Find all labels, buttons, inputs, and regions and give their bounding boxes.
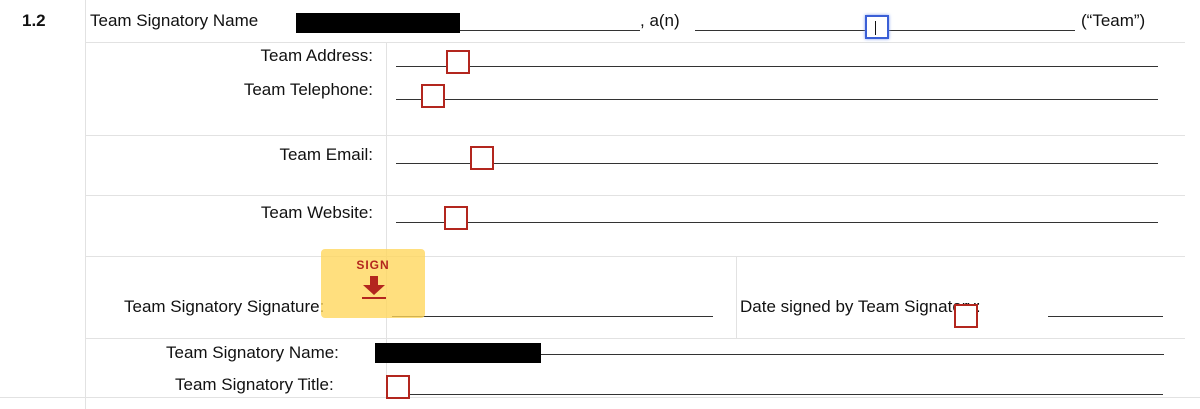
- team-address-field[interactable]: [446, 50, 470, 74]
- entity-type-field[interactable]: [865, 15, 889, 39]
- table-row-divider: [0, 397, 1200, 398]
- signatory-name-label: Team Signatory Name: [90, 11, 259, 30]
- text-cursor: [875, 21, 876, 35]
- signatory-signature-label: Team Signatory Signature:: [124, 297, 325, 316]
- date-signed-underline: [1048, 316, 1163, 317]
- team-email-underline: [396, 163, 1158, 164]
- sign-tag-label: SIGN: [356, 258, 390, 272]
- signatory-title-field[interactable]: [386, 375, 410, 399]
- table-row-divider: [85, 135, 1185, 136]
- team-website-label: Team Website:: [260, 203, 373, 222]
- section-number: 1.2: [22, 11, 46, 30]
- table-row-divider: [85, 338, 1185, 339]
- table-row-divider: [85, 42, 1185, 43]
- date-signed-label: Date signed by Team Signatory:: [740, 297, 981, 316]
- table-column-divider: [386, 42, 387, 397]
- team-designation-label: (“Team”): [1081, 11, 1146, 30]
- team-telephone-field[interactable]: [421, 84, 445, 108]
- team-website-field[interactable]: [444, 206, 468, 230]
- signatory-signature-underline: [392, 316, 713, 317]
- redaction-bar: [375, 343, 541, 363]
- signatory-name-row-underline: [541, 354, 1164, 355]
- team-address-label: Team Address:: [260, 46, 373, 65]
- down-arrow-icon: [362, 276, 386, 299]
- date-signed-field[interactable]: [954, 304, 978, 328]
- entity-type-label: , a(n): [640, 11, 680, 30]
- team-address-underline: [396, 66, 1158, 67]
- signatory-name-underline: [460, 30, 640, 31]
- table-row-divider: [85, 195, 1185, 196]
- table-date-divider: [736, 256, 737, 338]
- team-email-label: Team Email:: [279, 145, 373, 164]
- sign-here-tag[interactable]: SIGN: [321, 249, 425, 318]
- signatory-title-label: Team Signatory Title:: [175, 375, 334, 394]
- team-website-underline: [396, 222, 1158, 223]
- signatory-title-underline: [396, 394, 1163, 395]
- signatory-name-row-label: Team Signatory Name:: [166, 343, 339, 362]
- redaction-bar: [296, 13, 460, 33]
- team-telephone-underline: [396, 99, 1158, 100]
- table-left-border: [85, 0, 86, 409]
- team-telephone-label: Team Telephone:: [243, 80, 373, 99]
- team-email-field[interactable]: [470, 146, 494, 170]
- table-row-divider: [85, 256, 1185, 257]
